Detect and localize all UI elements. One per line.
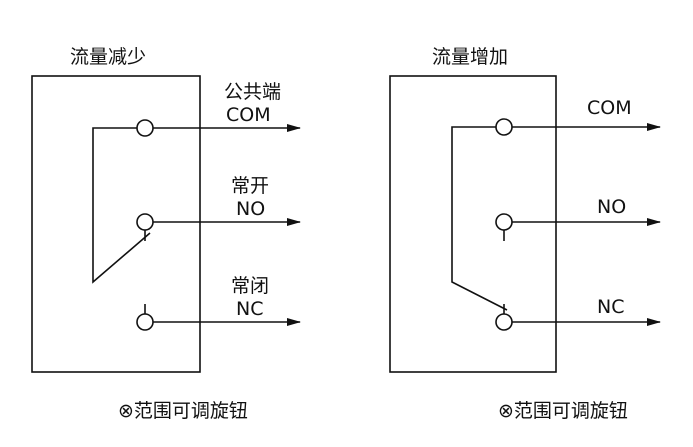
left-nc-terminal bbox=[136, 313, 154, 331]
right-no-label: NO bbox=[597, 196, 626, 218]
left-switch-box bbox=[31, 75, 201, 373]
left-com-terminal bbox=[136, 119, 154, 137]
right-switch-lever bbox=[451, 126, 508, 311]
left-no-label: NO bbox=[236, 198, 265, 220]
left-nc-label: NC bbox=[236, 298, 263, 320]
left-switch-lever bbox=[92, 127, 151, 284]
right-caption: ⊗范围可调旋钮 bbox=[498, 400, 628, 422]
right-panel: 流量增加 COM NO NC ⊗范围可调旋钮 bbox=[389, 46, 661, 422]
right-panel-title: 流量增加 bbox=[432, 46, 508, 68]
left-no-label-cn: 常开 bbox=[231, 175, 269, 197]
left-no-terminal bbox=[136, 213, 154, 231]
right-com-terminal bbox=[495, 118, 513, 136]
right-nc-label: NC bbox=[597, 296, 624, 318]
right-nc-terminal bbox=[495, 313, 513, 331]
left-panel: 流量减少 公共端 COM 常开 NO 常闭 NC ⊗范围可调旋钮 bbox=[31, 46, 301, 422]
left-caption: ⊗范围可调旋钮 bbox=[118, 400, 248, 422]
right-switch-box bbox=[389, 75, 557, 373]
left-com-label: COM bbox=[226, 104, 271, 126]
left-com-label-cn: 公共端 bbox=[224, 81, 281, 103]
left-panel-title: 流量减少 bbox=[70, 46, 146, 68]
right-no-terminal bbox=[495, 213, 513, 231]
right-com-label: COM bbox=[587, 97, 632, 119]
left-nc-label-cn: 常闭 bbox=[231, 275, 269, 297]
